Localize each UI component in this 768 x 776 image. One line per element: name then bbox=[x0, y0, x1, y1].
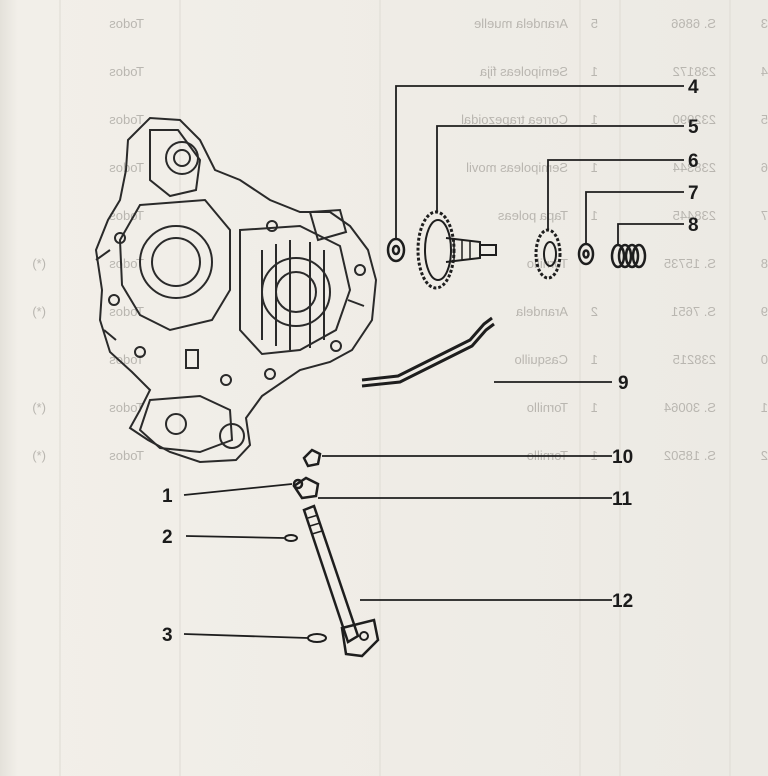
bleed-scope: Todos bbox=[109, 256, 144, 271]
bleed-edge-number: 5 bbox=[761, 112, 768, 127]
bleed-edge-number: 4 bbox=[761, 64, 768, 79]
bleed-edge-number: 1 bbox=[761, 400, 768, 415]
callout-2: 2 bbox=[162, 527, 173, 548]
callout-5: 5 bbox=[688, 117, 699, 138]
bleed-note: (*) bbox=[32, 256, 46, 271]
callout-9: 9 bbox=[618, 373, 629, 394]
bleed-desc: Casquillo bbox=[515, 352, 568, 367]
bleed-code: 238445 bbox=[673, 208, 716, 223]
callout-labels: 4 5 6 7 8 9 10 11 12 1 2 3 bbox=[162, 77, 699, 646]
bleed-qty: 1 bbox=[591, 112, 598, 127]
bleed-edge-number: 9 bbox=[761, 304, 768, 319]
bleed-desc: Correa trapezoidal bbox=[461, 112, 568, 127]
bleed-scope: Todos bbox=[109, 112, 144, 127]
bleed-desc: Semipoleas movil bbox=[466, 160, 568, 175]
bleed-edge-number: 6 bbox=[761, 160, 768, 175]
spring-part-8 bbox=[610, 243, 647, 269]
callout-6: 6 bbox=[688, 151, 699, 172]
callout-10: 10 bbox=[612, 447, 633, 468]
movable-pulley-part-5 bbox=[416, 210, 497, 290]
bleed-qty: 1 bbox=[591, 208, 598, 223]
callout-1: 1 bbox=[162, 486, 173, 507]
crankcase-housing bbox=[94, 116, 378, 464]
bleed-code: S. 15735 bbox=[664, 256, 716, 271]
bleed-code: S. 6866 bbox=[671, 16, 716, 31]
washer-part-7 bbox=[577, 242, 595, 266]
oring-part-2 bbox=[284, 534, 298, 542]
bleed-desc: Tapa poleas bbox=[497, 208, 568, 223]
bleed-scope: Todos bbox=[109, 448, 144, 463]
bleed-desc: Semipoleas fija bbox=[479, 64, 568, 79]
bleed-note: (*) bbox=[32, 448, 46, 463]
callout-4: 4 bbox=[688, 77, 699, 98]
bleed-scope: Todos bbox=[109, 352, 144, 367]
kickstart-shaft-part-12 bbox=[302, 504, 380, 658]
bleed-note: (*) bbox=[32, 400, 46, 415]
callout-11: 11 bbox=[612, 489, 633, 510]
bleed-scope: Todos bbox=[109, 64, 144, 79]
rod-part-9 bbox=[361, 316, 495, 388]
bleed-desc: Arandela bbox=[515, 304, 568, 319]
bleed-qty: 5 bbox=[591, 16, 598, 31]
callout-7: 7 bbox=[688, 183, 699, 204]
bleed-code: 238344 bbox=[673, 160, 716, 175]
callout-12: 12 bbox=[612, 591, 633, 612]
bleed-qty: 1 bbox=[591, 160, 598, 175]
bleed-edge-number: 0 bbox=[761, 352, 768, 367]
bleed-qty: 2 bbox=[591, 304, 598, 319]
bleed-code: S. 7651 bbox=[671, 304, 716, 319]
bleed-edge-number: 8 bbox=[761, 256, 768, 271]
bleed-qty: 1 bbox=[591, 64, 598, 79]
bleed-qty: 1 bbox=[591, 352, 598, 367]
bracket-part-11 bbox=[292, 476, 320, 500]
bleed-code: S. 30064 bbox=[664, 400, 716, 415]
bleed-edge-number: 2 bbox=[761, 448, 768, 463]
washer-part-4 bbox=[386, 237, 406, 263]
bleed-edge-number: 7 bbox=[761, 208, 768, 223]
leader-lines bbox=[183, 85, 684, 639]
callout-8: 8 bbox=[688, 215, 699, 236]
bleed-qty: 1 bbox=[591, 400, 598, 415]
bleed-note: (*) bbox=[32, 304, 46, 319]
bleed-code: 238172 bbox=[673, 64, 716, 79]
bleed-scope: Todos bbox=[109, 400, 144, 415]
bleed-desc: Arandela muelle bbox=[474, 16, 568, 31]
clip-part-10 bbox=[302, 448, 322, 468]
bleed-code: 232990 bbox=[673, 112, 716, 127]
oring-part-3 bbox=[307, 633, 327, 643]
bleed-scope: Todos bbox=[109, 16, 144, 31]
bleed-edge-number: 3 bbox=[761, 16, 768, 31]
bleed-code: 238215 bbox=[673, 352, 716, 367]
bleed-code: S. 18502 bbox=[664, 448, 716, 463]
callout-3: 3 bbox=[162, 625, 173, 646]
bleed-desc: Tornillo bbox=[527, 400, 568, 415]
